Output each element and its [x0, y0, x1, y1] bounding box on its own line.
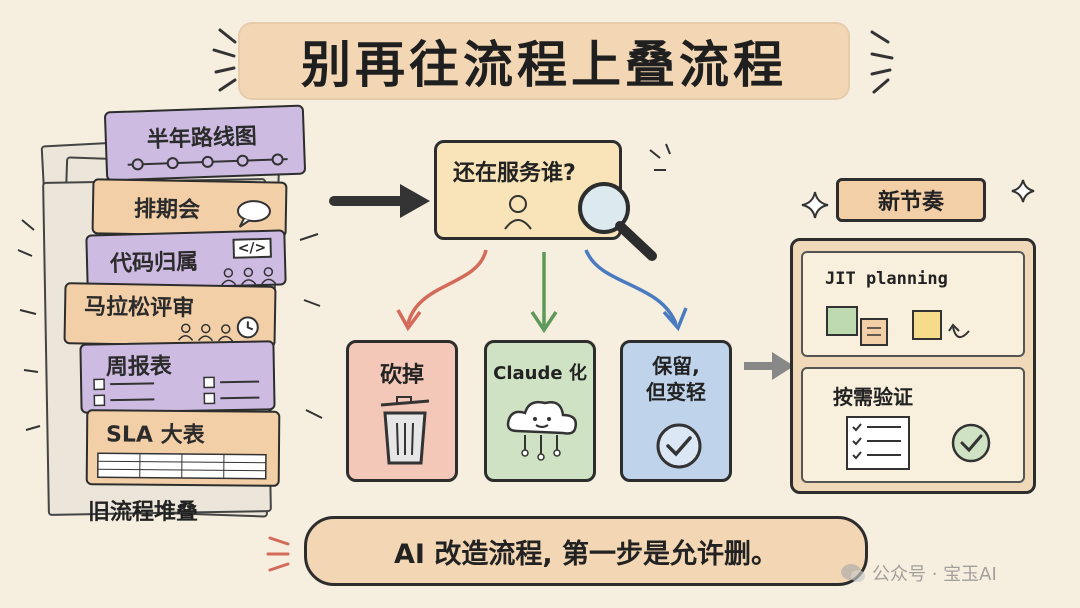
- card-code-ownership: 代码归属 </>: [85, 229, 287, 291]
- title-decoration-left: [212, 28, 237, 92]
- card-roadmap: 半年路线图: [103, 104, 307, 182]
- sparkle-lines: [649, 143, 671, 171]
- panel-verify: 按需验证: [801, 367, 1025, 483]
- page-title: 别再往流程上叠流程: [301, 36, 787, 94]
- wechat-icon: [841, 564, 865, 582]
- card-schedule-meeting: 排期会: [91, 178, 288, 238]
- arrow-to-new-rhythm: [744, 352, 794, 380]
- card-marathon-review: 马拉松评审: [63, 282, 277, 348]
- sparkle-icon: [801, 191, 829, 219]
- option-claude: Claude 化: [484, 340, 596, 482]
- watermark: 公众号 · 宝玉AI: [840, 560, 997, 586]
- new-rhythm-panel: JIT planning 按需验证: [790, 238, 1036, 494]
- scribble-lines: [17, 219, 323, 431]
- trash-can-icon: [380, 396, 430, 465]
- branch-arrow-green: [530, 252, 558, 334]
- panel-label: 按需验证: [833, 385, 913, 409]
- old-stack-caption: 旧流程堆叠: [88, 500, 199, 525]
- people-icon: [221, 267, 277, 286]
- option-label: 砍掉: [379, 363, 424, 388]
- option-keep-lighter: 保留, 但变轻: [620, 340, 732, 482]
- card-weekly-report: 周报表: [79, 340, 276, 414]
- panel-jit: JIT planning: [801, 251, 1025, 357]
- title-decoration-right: [870, 30, 894, 94]
- panel-label: JIT planning: [825, 269, 948, 289]
- option-label: Claude 化: [493, 363, 587, 384]
- arrow-to-question: [329, 184, 430, 218]
- clock-icon: [236, 316, 259, 339]
- table-grid-icon: [96, 452, 267, 480]
- people-icon: [177, 323, 234, 342]
- magnifier-icon: [578, 182, 657, 261]
- option-label: 保留, 但变轻: [646, 354, 706, 404]
- branch-arrow-blue: [584, 249, 688, 332]
- chat-bubble-icon: [236, 200, 271, 228]
- branch-arrow-red: [396, 249, 488, 332]
- card-sla-table: SLA 大表: [85, 409, 281, 487]
- cloud-icon: [506, 400, 577, 461]
- watermark-text: 公众号 · 宝玉AI: [872, 564, 997, 585]
- banner-decoration-left: [266, 536, 290, 572]
- bottom-banner: AI 改造流程, 第一步是允许删。: [304, 516, 868, 586]
- title-band: [238, 22, 850, 100]
- sparkle-icon: [1011, 179, 1035, 203]
- check-circle-icon: [951, 423, 991, 463]
- option-cut: 砍掉: [346, 340, 458, 482]
- person-icon: [504, 195, 532, 230]
- check-circle-icon: [656, 423, 702, 469]
- question-label: 还在服务谁?: [453, 161, 576, 186]
- checklist-icon: [93, 376, 260, 407]
- timeline-icon: [127, 153, 288, 171]
- bottom-banner-text: AI 改造流程, 第一步是允许删。: [394, 538, 778, 570]
- checklist-icon: [846, 416, 910, 470]
- new-rhythm-banner: 新节奏: [836, 178, 986, 222]
- banner-label: 新节奏: [877, 190, 944, 215]
- sticky-notes-icon: [826, 306, 970, 346]
